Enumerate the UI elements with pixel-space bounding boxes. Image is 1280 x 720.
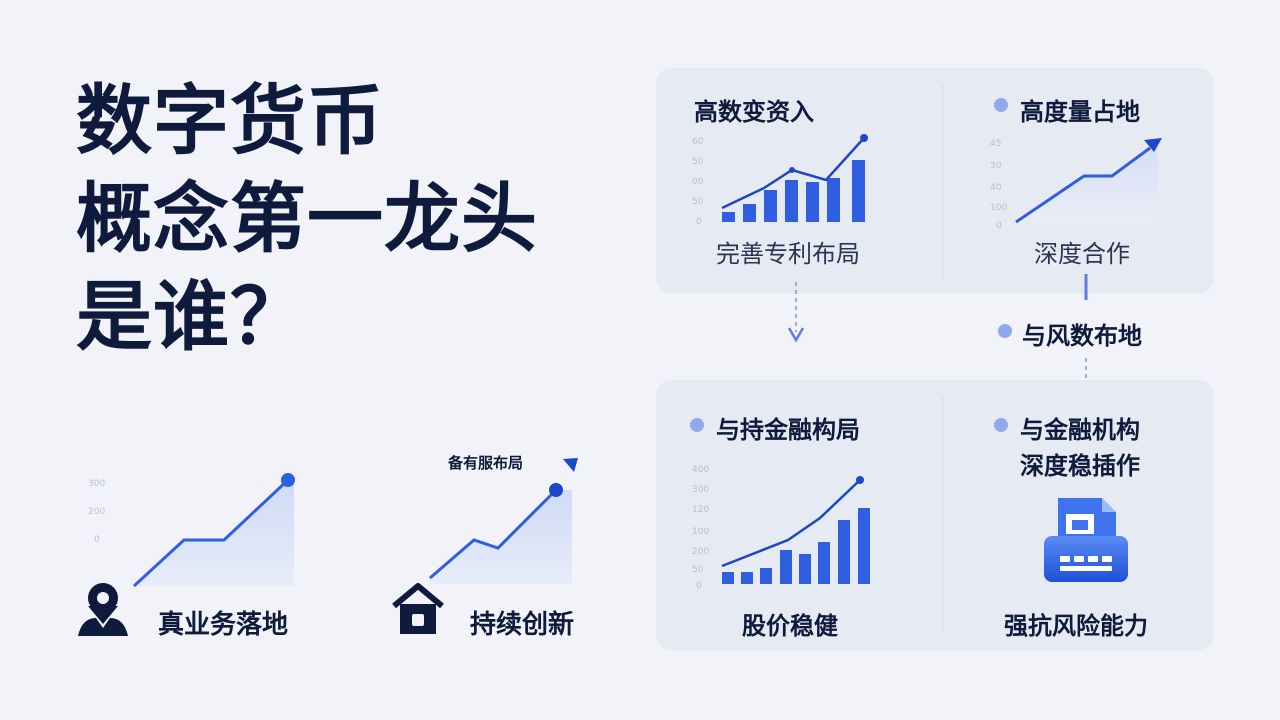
tick-label: 200 [88,507,105,517]
arrow-up-icon [563,458,578,472]
bullet-dot [994,98,1008,112]
trend-line [429,488,558,580]
bar [764,190,777,222]
bar [780,550,792,584]
card-caption-top-right: 深度合作 [1034,240,1130,268]
tick-label: 300 [88,479,105,489]
area-fill [430,490,572,584]
bar [806,182,819,222]
tick-label: 0 [94,535,100,545]
area-fill [1016,142,1158,222]
panel-divider [942,396,943,634]
left-item-label-1: 真业务落地 [158,610,289,640]
trend-line [1015,146,1151,224]
end-point [281,473,295,487]
tick-label: 300 [692,485,709,495]
connector-arrow-left [787,282,805,343]
arrow-up-icon [1144,138,1162,152]
card-caption-top-left: 完善专利布局 [716,240,860,268]
bar [741,572,753,584]
tick-label: 0 [996,221,1002,230]
left-item-note: 备有服布局 [448,454,524,472]
area-chart-top-right: 45 30 40 100 0 [990,138,1162,230]
bullet-dot [998,324,1012,338]
end-point [549,483,563,497]
tick-label: 100 [990,203,1007,213]
house-icon [392,583,444,634]
card-title-bottom-left: 与持金融构局 [716,416,860,444]
left-item-label-2: 持续创新 [470,610,575,640]
tick-label: 50 [692,565,704,575]
person-pin-icon [78,583,128,636]
card-caption-bottom-right: 强抗风险能力 [1004,612,1148,640]
headline: 数字货币 概念第一龙头 是谁？ [76,72,538,366]
panel-divider [942,84,943,280]
bar [858,508,870,584]
tick-label: 45 [990,139,1001,149]
document-printer-icon [1044,498,1128,582]
area-fill [134,480,294,586]
bar [838,520,850,584]
data-point [789,167,795,173]
bar-line-chart-bottom-left: 400 300 120 100 200 50 0 [692,465,870,590]
bar [827,178,840,222]
card-title-bottom-right-line-1: 与金融机构 [1020,416,1140,444]
card-title-top-left: 高数变资入 [694,98,814,126]
tick-label: 60 [692,137,704,147]
bar [818,542,830,584]
bottom-panel [656,380,1214,650]
trend-line [721,479,861,568]
bar-line-chart-top-left: 60 50 00 50 0 [692,134,868,227]
tick-label: 100 [692,527,709,537]
headline-line-3: 是谁？ [76,272,307,361]
bar [852,160,865,222]
card-title-top-right: 高度量占地 [1020,98,1140,126]
tick-label: 50 [692,197,704,207]
bar [760,568,772,584]
tick-label: 200 [692,547,709,557]
trend-line [132,478,290,588]
tick-label: 120 [692,505,709,515]
headline-line-1: 数字货币 [76,76,384,165]
tick-label: 400 [692,465,709,475]
end-point [856,476,864,484]
card-title-bottom-right-line-2: 深度稳插作 [1020,452,1140,480]
tick-label: 50 [692,157,704,167]
connector-line-right-top [1084,274,1088,300]
end-point [860,134,868,142]
tick-label: 0 [696,217,702,227]
bar [799,554,811,584]
bullet-dot [690,418,704,432]
middle-label: 与风数布地 [1022,322,1142,350]
bar [785,180,798,222]
tick-label: 30 [990,161,1002,171]
card-caption-bottom-left: 股价稳健 [742,612,838,640]
left-area-chart-1: 300 200 0 [88,473,295,588]
tick-label: 0 [696,581,702,590]
tick-label: 40 [990,183,1002,193]
bullet-dot [994,418,1008,432]
tick-label: 00 [692,177,704,187]
headline-line-2: 概念第一龙头 [76,174,538,263]
left-area-chart-2 [429,458,578,584]
bar [722,572,734,584]
bar [722,212,735,222]
bar [743,204,756,222]
